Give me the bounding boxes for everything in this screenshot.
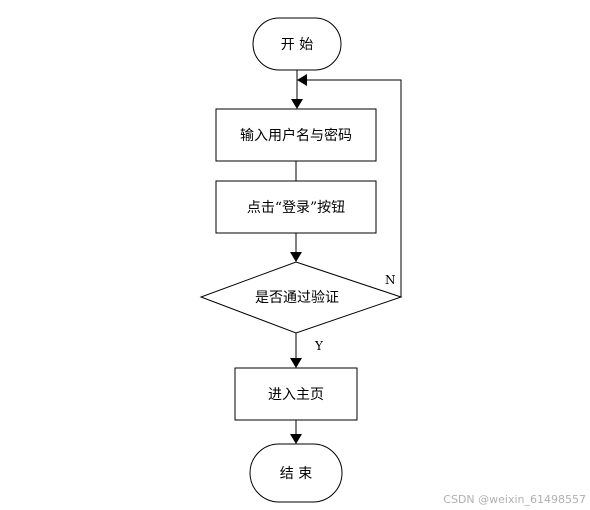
end-node-label: 结 束 [280, 466, 312, 482]
edge-label-no: N [385, 273, 396, 287]
click-login-node-label: 点击“登录”按钮 [247, 200, 345, 216]
check-node: 是否通过验证 [199, 261, 403, 334]
arrow-no-loop [297, 74, 402, 297]
input-node-label: 输入用户名与密码 [240, 127, 352, 144]
home-node: 进入主页 [234, 367, 358, 421]
start-node-label: 开 始 [281, 37, 313, 53]
end-node: 结 束 [249, 443, 343, 503]
check-node-label: 是否通过验证 [255, 290, 339, 306]
click-login-node: 点击“登录”按钮 [215, 180, 377, 234]
input-node: 输入用户名与密码 [215, 108, 377, 162]
edge-label-yes: Y [314, 339, 324, 353]
start-node: 开 始 [252, 17, 342, 71]
home-node-label: 进入主页 [268, 387, 324, 403]
watermark: CSDN @weixin_61498557 [443, 493, 586, 506]
